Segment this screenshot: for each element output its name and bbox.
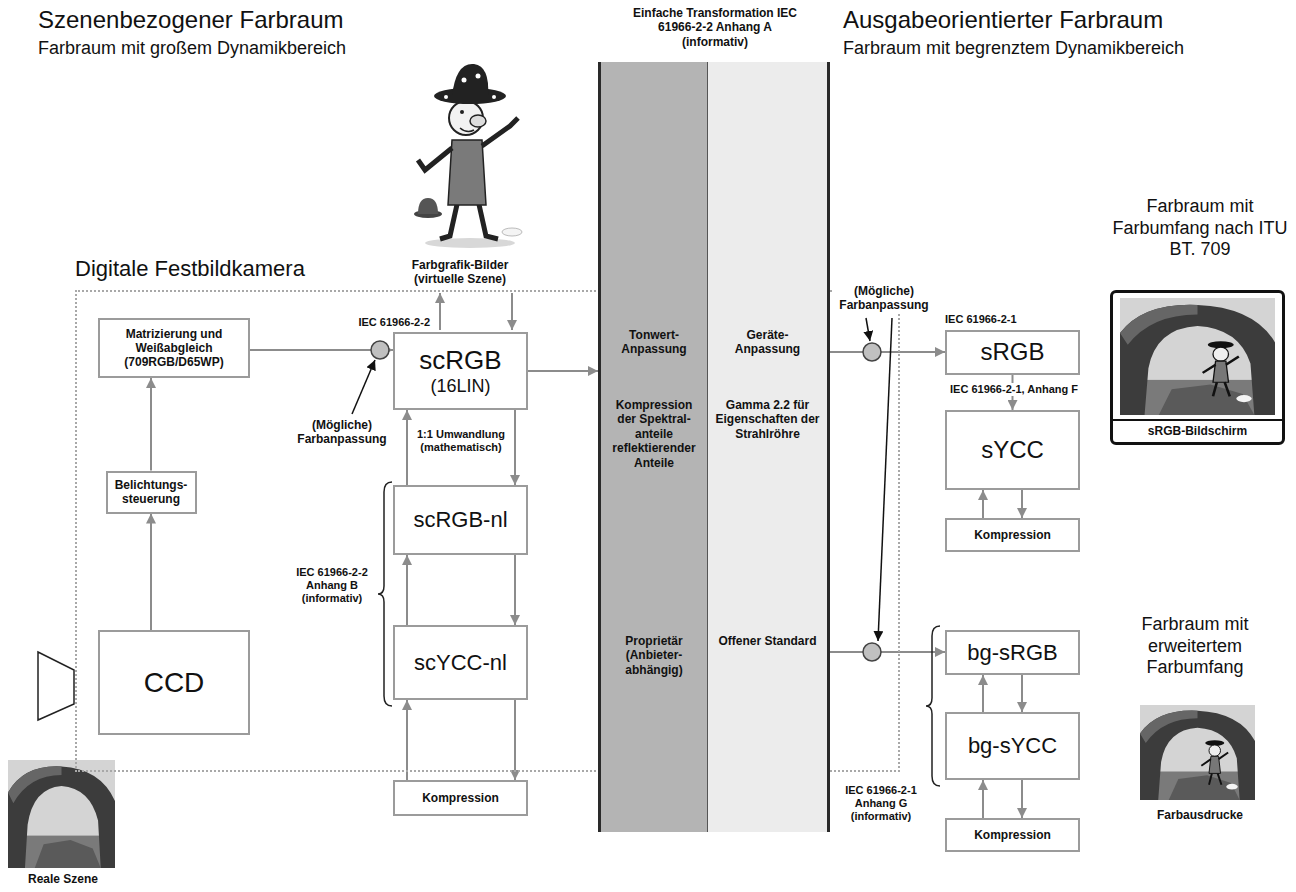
sensor-box: CCD [98, 630, 250, 735]
section-subheading: Farbraum mit großem Dynamikbereich [38, 38, 458, 60]
node-text: sRGB [980, 338, 1044, 366]
flow-arrow [528, 370, 598, 372]
transform-band: Tonwert- AnpassungKompression der Spektr… [598, 62, 708, 832]
color-space-box: scYCC-nl [393, 625, 528, 700]
flow-arrow [150, 378, 152, 471]
node-text: bg-sRGB [967, 640, 1057, 666]
conversion-label: 1:1 Umwandlung (mathematisch) [411, 428, 511, 454]
band-text: Kompression der Spektral- anteile reflek… [607, 398, 701, 470]
monitor-bezel [1113, 419, 1282, 421]
compression-box: Kompression [393, 780, 528, 816]
real-scene-photo [8, 760, 115, 868]
adaptation-point [863, 343, 881, 361]
gamut-label: Farbraum mit erweitertem Farbumfang [1105, 614, 1285, 679]
node-text: CCD [144, 666, 205, 699]
caption-label: Reale Szene [8, 872, 118, 886]
leader-arrow [866, 318, 870, 341]
standard-label: IEC 61966-2-1 Anhang G (informativ) [833, 784, 929, 824]
band-text: Gamma 2.2 für Eigenschaften der Strahlrö… [714, 398, 821, 441]
standard-label: IEC 61966-2-2 Anhang B (informativ) [283, 566, 381, 606]
node-text: Kompression [974, 828, 1051, 842]
color-space-box: scRGB-nl [393, 485, 528, 555]
node-text: Kompression [974, 528, 1051, 542]
node-text: bg-sYCC [968, 733, 1057, 759]
standard-label: IEC 61966-2-1 [945, 313, 1080, 326]
node-text: Matrizierung und Weißabgleich (709RGB/D6… [106, 327, 242, 369]
band-heading: Einfache Transformation IEC 61966-2-2 An… [630, 6, 800, 49]
gamut-label: Farbraum mit Farbumfang nach ITU BT. 709 [1112, 196, 1288, 261]
flow-arrow [982, 675, 984, 712]
color-space-box: scRGB(16LIN) [393, 332, 528, 410]
node-text: scRGB [419, 345, 501, 376]
band-text: Proprietär (Anbieter- abhängig) [607, 634, 701, 677]
monitor-photo [1120, 298, 1275, 415]
adaptation-point [863, 643, 881, 661]
curly-bracket [378, 482, 392, 706]
callout-label: (Mögliche) Farbanpassung [834, 284, 934, 313]
adaptation-point [371, 341, 389, 359]
leader-arrow [352, 360, 375, 414]
monitor-frame: sRGB-Bildschirm [1110, 290, 1285, 445]
flow-arrow [514, 700, 516, 780]
print-photo [1140, 705, 1255, 800]
band-text: Tonwert- Anpassung [607, 328, 701, 357]
flow-arrow [982, 780, 984, 818]
standard-label: IEC 61966-2-1, Anhang F [950, 383, 1090, 396]
flow-arrow [830, 651, 945, 653]
section-heading: Szenenbezogener Farbraum [38, 6, 458, 35]
flow-arrow [406, 555, 408, 625]
flow-arrow [1021, 675, 1023, 712]
region-heading: Digitale Festbildkamera [75, 256, 305, 282]
flow-arrow [406, 700, 408, 780]
flow-arrow [511, 293, 513, 330]
flow-arrow [830, 351, 945, 353]
section-subheading: Farbraum mit begrenztem Dynamikbereich [843, 38, 1283, 60]
flow-arrow [514, 410, 516, 485]
lens-symbol [38, 652, 74, 720]
flow-arrow [1021, 490, 1023, 518]
flow-arrow [1021, 780, 1023, 818]
source-label: Farbgrafik-Bilder (virtuelle Szene) [395, 258, 525, 287]
leader-arrow [878, 318, 892, 641]
band-text: Offener Standard [714, 634, 821, 648]
color-space-box: bg-sRGB [945, 630, 1080, 675]
flow-arrow [439, 293, 441, 330]
process-box: Belichtungs- steuerung [106, 471, 197, 514]
standard-label: IEC 61966-2-2 [320, 316, 430, 329]
band-text: Geräte- Anpassung [714, 328, 821, 357]
flow-arrow [514, 555, 516, 625]
node-text: scRGB-nl [413, 507, 507, 533]
section-heading: Ausgabeorientierter Farbraum [843, 6, 1283, 35]
node-text: Kompression [422, 791, 499, 805]
compression-box: Kompression [945, 518, 1080, 552]
process-box: Matrizierung und Weißabgleich (709RGB/D6… [98, 318, 250, 378]
caption-label: Farbausdrucke [1140, 808, 1260, 822]
flow-arrow [150, 514, 152, 631]
flow-arrow [406, 410, 408, 485]
node-text: Belichtungs- steuerung [114, 478, 189, 506]
node-text: sYCC [981, 436, 1044, 464]
node-text: (16LIN) [430, 376, 490, 397]
curly-bracket [926, 626, 940, 786]
flow-arrow [982, 490, 984, 518]
cartoon-figure [414, 64, 522, 248]
node-text: scYCC-nl [414, 650, 507, 676]
color-space-box: sRGB [945, 330, 1080, 375]
color-space-box: bg-sYCC [945, 712, 1080, 780]
color-space-box: sYCC [945, 410, 1080, 490]
node-text: sRGB-Bildschirm [1148, 424, 1247, 438]
callout-label: (Mögliche) Farbanpassung [290, 418, 394, 447]
transform-band: Geräte- AnpassungGamma 2.2 für Eigenscha… [708, 62, 830, 832]
compression-box: Kompression [945, 818, 1080, 852]
